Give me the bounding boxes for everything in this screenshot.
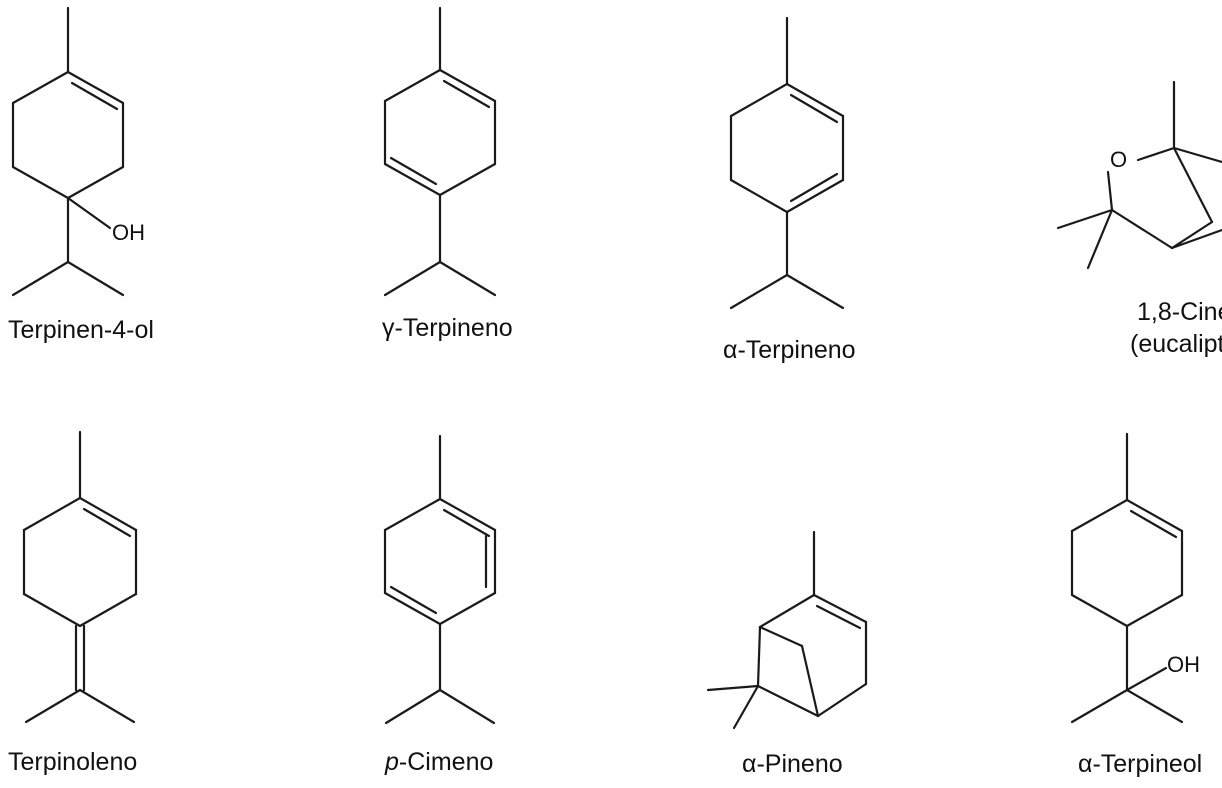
molecule-1-8-cineol: O 1,8-Cineol (eucaliptol) xyxy=(1056,80,1222,358)
molecule-name: Terpinoleno xyxy=(8,748,137,776)
structure-terpinen-4-ol: OH xyxy=(11,6,145,297)
molecule-name: γ-Terpineno xyxy=(382,314,513,342)
name-rest: -Terpineno xyxy=(737,336,855,364)
structure-terpinoleno xyxy=(22,430,138,724)
name-prefix: α xyxy=(723,336,737,364)
structure-gamma-terpineno xyxy=(383,6,497,297)
molecule-gamma-terpineno: γ-Terpineno xyxy=(382,6,513,342)
name-rest: -Terpineol xyxy=(1092,750,1202,778)
molecule-name: α-Terpineno xyxy=(723,336,856,364)
atom-label-oh: OH xyxy=(1167,652,1200,677)
name-prefix: γ xyxy=(382,314,395,342)
structure-alpha-pineno xyxy=(706,530,868,730)
molecule-name: α-Terpineol xyxy=(1078,750,1202,778)
molecule-alpha-terpineol: OH α-Terpineol xyxy=(1070,432,1202,778)
atom-label-o: O xyxy=(1110,147,1127,172)
name-rest: -Pineno xyxy=(756,750,842,778)
molecule-name: Terpinen-4-ol xyxy=(8,316,154,344)
molecule-alpha-terpineno: α-Terpineno xyxy=(723,16,856,364)
name-prefix: α xyxy=(1078,750,1092,778)
molecule-name-line2: (eucaliptol) xyxy=(1130,330,1222,358)
name-prefix: α xyxy=(742,750,756,778)
molecule-name: α-Pineno xyxy=(742,750,843,778)
structure-p-cimeno xyxy=(383,434,497,725)
molecule-terpinen-4-ol: OH Terpinen-4-ol xyxy=(8,6,154,344)
structure-1-8-cineol: O xyxy=(1056,80,1222,270)
name-rest: -Terpineno xyxy=(395,314,513,342)
molecule-alpha-pineno: α-Pineno xyxy=(706,530,868,778)
name-prefix: p xyxy=(384,748,399,776)
structure-alpha-terpineno xyxy=(729,16,845,310)
molecule-p-cimeno: p-Cimeno xyxy=(383,434,497,776)
atom-label-oh: OH xyxy=(112,220,145,245)
structure-alpha-terpineol: OH xyxy=(1070,432,1200,724)
molecule-name: p-Cimeno xyxy=(384,748,493,776)
molecule-name-line1: 1,8-Cineol xyxy=(1137,298,1222,326)
name-rest: -Cimeno xyxy=(399,748,493,776)
molecule-terpinoleno: Terpinoleno xyxy=(8,430,138,776)
